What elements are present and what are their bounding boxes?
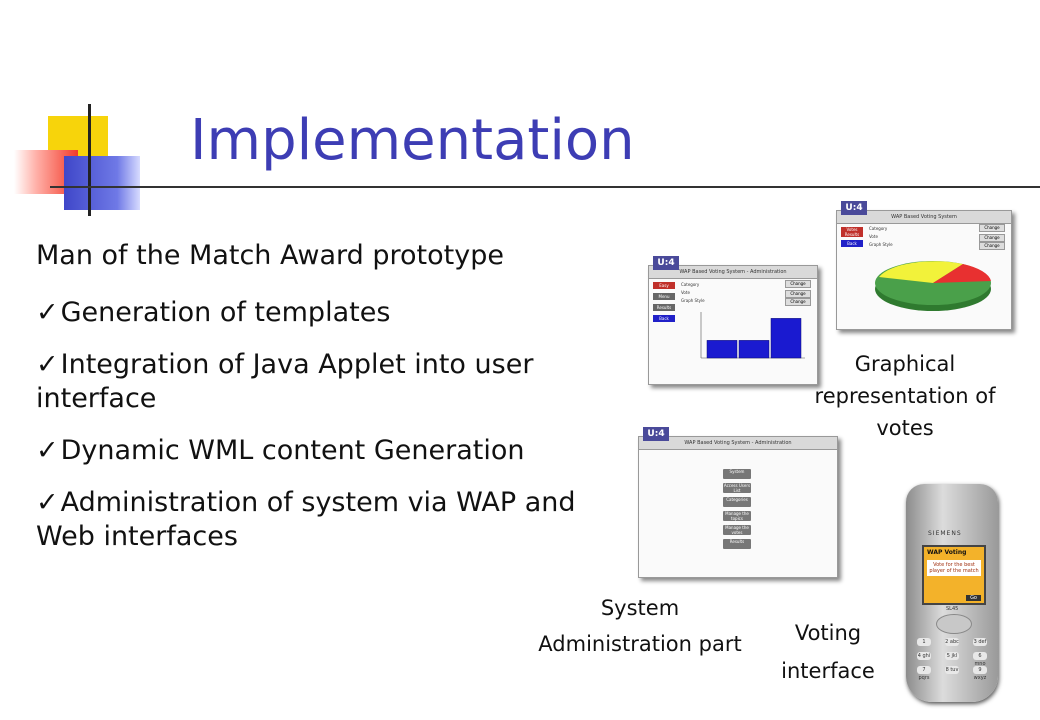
- admin-menu-votes: Manage the votes: [723, 525, 751, 535]
- admin-chart-screenshot: U:4 WAP Based Voting System - Administra…: [648, 256, 818, 385]
- phone-brand: SIEMENS: [928, 530, 962, 537]
- phone-key: 1: [917, 638, 931, 646]
- admin-menu-results: Results: [723, 539, 751, 549]
- phone-key: 5 jkl: [945, 652, 959, 660]
- nav-votes-results: Votes Results: [841, 227, 863, 237]
- phone-screen-text: Vote for the best player of the match: [927, 560, 981, 576]
- change-button: Change: [785, 298, 811, 306]
- screenshot-header: WAP Based Voting System - Administration: [639, 437, 837, 450]
- mini-pie-chart: [875, 261, 991, 311]
- check-icon: ✓: [36, 435, 59, 466]
- bullet-item: ✓Administration of system via WAP and We…: [36, 487, 576, 552]
- bullet-list: ✓Generation of templates ✓Integration of…: [36, 296, 576, 572]
- nav-easy-navigation: Easy Navigation: [653, 282, 675, 295]
- mini-bar: [738, 340, 770, 359]
- admin-menu-users: Access Users List: [723, 483, 751, 493]
- mini-bar-chart: [700, 312, 805, 359]
- change-button: Change: [979, 242, 1005, 250]
- bullet-item: ✓Dynamic WML content Generation: [36, 435, 525, 466]
- vote-label: Vote: [681, 290, 690, 295]
- change-button: Change: [785, 280, 811, 288]
- check-icon: ✓: [36, 487, 59, 518]
- admin-menu-topics: Manage the topics: [723, 511, 751, 521]
- change-button: Change: [979, 224, 1005, 232]
- change-button: Change: [979, 234, 1005, 242]
- caption-voting: Voting interface: [781, 621, 875, 683]
- logo-vertical-line: [88, 104, 91, 216]
- graph-style-label: Graph Style: [681, 298, 705, 303]
- caption-system-admin: System Administration part: [538, 596, 742, 656]
- bullet-item: ✓Integration of Java Applet into user in…: [36, 349, 534, 414]
- phone-key: 2 abc: [945, 638, 959, 646]
- category-label: Category: [681, 282, 700, 287]
- subtitle: Man of the Match Award prototype: [36, 240, 504, 271]
- system-admin-screenshot: U:4 WAP Based Voting System - Administra…: [638, 427, 838, 578]
- nav-menu: Menu: [653, 293, 675, 300]
- phone-key: 7 pqrs: [917, 666, 931, 681]
- mini-bar: [706, 340, 738, 359]
- vote-label: Vote: [869, 234, 878, 239]
- title-underline: [50, 186, 1040, 188]
- phone-softkey: Go: [966, 595, 981, 601]
- phone-nav-key: [936, 614, 972, 634]
- phone-screen-title: WAP Voting: [927, 549, 967, 556]
- phone-key: 3 def: [973, 638, 987, 646]
- phone-key: 4 ghi: [917, 652, 931, 660]
- nav-back: Back: [841, 240, 863, 247]
- logo-blue-gradient: [64, 156, 140, 210]
- phone-screen: WAP Voting Vote for the best player of t…: [922, 545, 986, 605]
- phone-key: 6 mno: [973, 652, 987, 667]
- nav-back: Back: [653, 315, 675, 322]
- phone-key: 9 wxyz: [973, 666, 987, 681]
- check-icon: ✓: [36, 297, 59, 328]
- admin-menu-system: System: [723, 469, 751, 479]
- category-label: Category: [869, 226, 888, 231]
- page-title: Implementation: [190, 108, 635, 173]
- u4-logo: U:4: [653, 256, 679, 270]
- caption-graphical: Graphical representation of votes: [814, 352, 996, 440]
- screenshot-header: WAP Based Voting System - Administration: [649, 266, 817, 279]
- admin-menu-categories: Categories: [723, 497, 751, 507]
- u4-logo: U:4: [841, 201, 867, 215]
- u4-logo: U:4: [643, 427, 669, 441]
- phone-key: 8 tuv: [945, 666, 959, 674]
- screenshot-header: WAP Based Voting System: [837, 211, 1011, 224]
- graph-style-label: Graph Style: [869, 242, 893, 247]
- bullet-item: ✓Generation of templates: [36, 297, 391, 328]
- phone-model: SL45: [946, 606, 959, 612]
- pie-chart-screenshot: U:4 WAP Based Voting System Votes Result…: [836, 201, 1012, 330]
- check-icon: ✓: [36, 349, 59, 380]
- nav-results: Results: [653, 304, 675, 311]
- mini-bar: [770, 318, 802, 359]
- change-button: Change: [785, 290, 811, 298]
